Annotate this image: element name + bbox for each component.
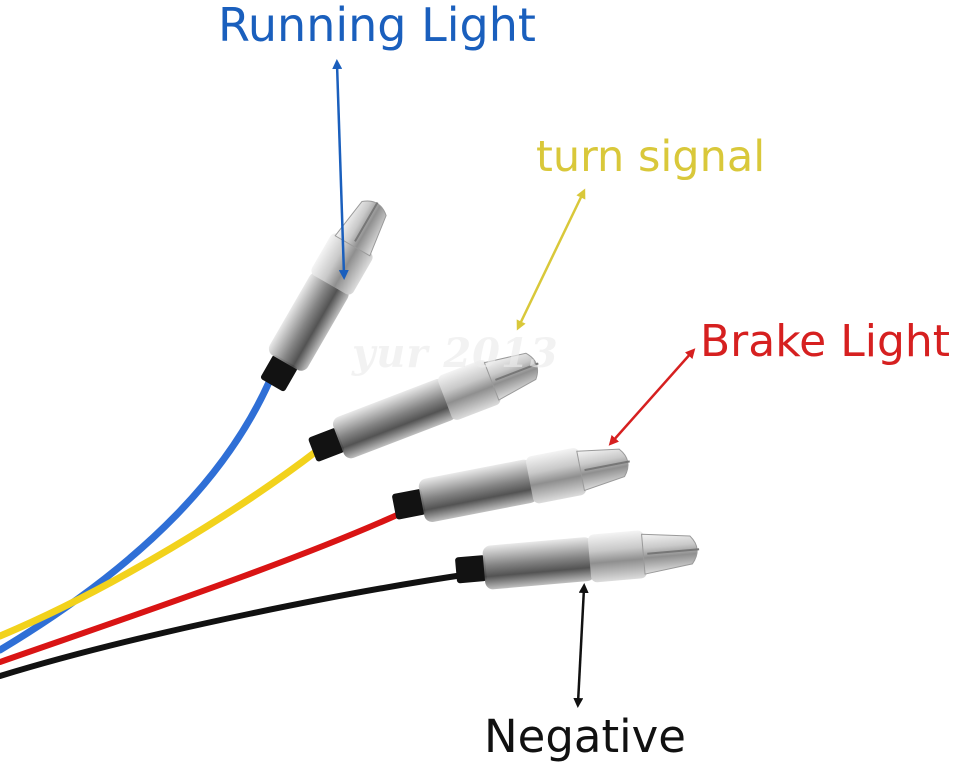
red-wire	[0, 507, 411, 665]
black-wire	[0, 571, 473, 679]
brake-light-arrow	[608, 348, 696, 446]
turn-signal-arrow	[516, 188, 586, 331]
watermark: yur 2013	[352, 330, 559, 377]
running-light-label: Running Light	[218, 0, 536, 52]
brake-light-connector	[392, 447, 630, 523]
negative-connector	[455, 530, 700, 590]
turn-signal-label: turn signal	[536, 132, 766, 182]
turn-signal-connector	[308, 352, 539, 462]
yellow-wire	[0, 446, 322, 640]
negative-label: Negative	[484, 710, 686, 763]
brake-light-label: Brake Light	[700, 316, 951, 367]
running-light-connector	[260, 200, 387, 392]
negative-arrow	[573, 583, 589, 708]
running-light-arrow	[332, 59, 349, 280]
